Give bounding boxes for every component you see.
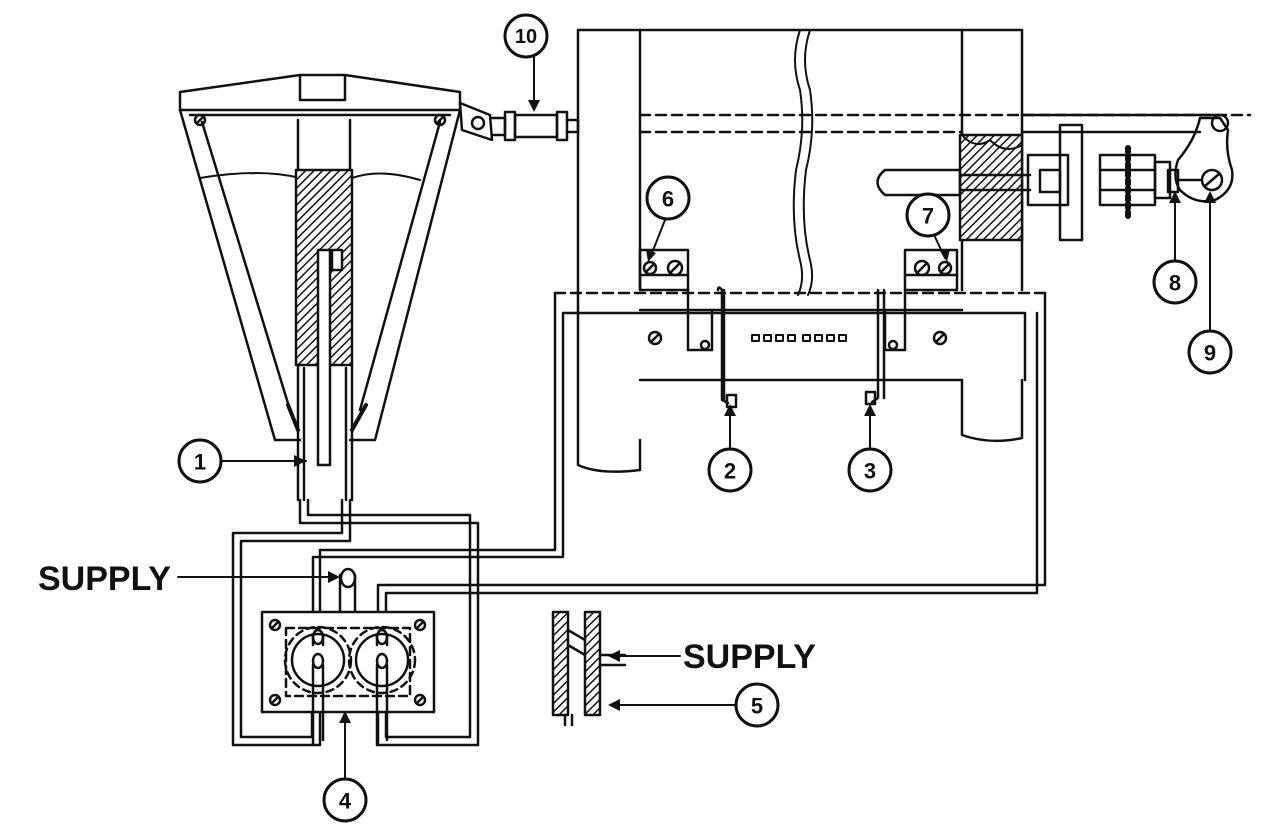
callout-7-label: 7: [922, 204, 934, 229]
feeler-fingers: [716, 286, 886, 409]
supply-label-left: SUPPLY: [38, 560, 171, 598]
callout-3-label: 3: [864, 459, 876, 484]
connector-sleeve: [490, 110, 580, 142]
adjusting-screws: [642, 259, 953, 277]
nozzle-detail: [551, 610, 627, 727]
supply-label-right: SUPPLY: [683, 638, 816, 676]
relay-valve: [260, 610, 436, 747]
callout-5: 5: [734, 682, 780, 728]
callout-8: 8: [1152, 259, 1198, 305]
callout-9-label: 9: [1204, 341, 1216, 366]
callout-6: 6: [645, 175, 691, 221]
callout-2: 2: [707, 447, 753, 493]
callout-2-label: 2: [724, 459, 736, 484]
callout-3: 3: [847, 447, 893, 493]
callout-9: 9: [1187, 329, 1233, 375]
callout-1: 1: [177, 438, 223, 484]
callout-7: 7: [905, 192, 951, 238]
callout-8-label: 8: [1169, 271, 1181, 296]
callout-10-label: 10: [515, 26, 537, 48]
callout-4-label: 4: [339, 789, 352, 814]
callout-4: 4: [322, 777, 368, 823]
callout-6-label: 6: [662, 187, 674, 212]
right-mechanism: [876, 116, 1234, 242]
arrow-heads: [294, 100, 1216, 723]
cross-rail: [553, 248, 1047, 382]
callout-10: 10: [503, 13, 549, 59]
callout-5-label: 5: [751, 694, 763, 719]
machine-frame: [576, 28, 1252, 473]
hopper: [178, 73, 494, 502]
callout-1-label: 1: [194, 450, 206, 475]
